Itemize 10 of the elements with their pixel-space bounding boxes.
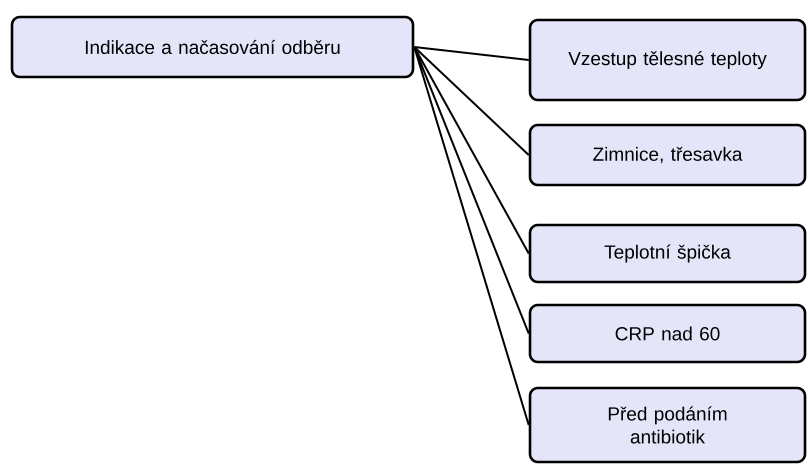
topic-box: Indikace a načasování odběru bbox=[10, 16, 414, 78]
connector-line bbox=[413, 46, 530, 426]
item-box: Teplotní špička bbox=[528, 224, 806, 284]
item-box: Zimnice, třesavka bbox=[528, 124, 806, 186]
connector-line bbox=[414, 46, 529, 61]
connector-line bbox=[413, 46, 530, 334]
item-box: Před podáním antibiotik bbox=[528, 386, 806, 464]
connector-line bbox=[414, 46, 530, 156]
item-box: CRP nad 60 bbox=[528, 304, 806, 364]
item-box: Vzestup tělesné teploty bbox=[528, 18, 806, 102]
